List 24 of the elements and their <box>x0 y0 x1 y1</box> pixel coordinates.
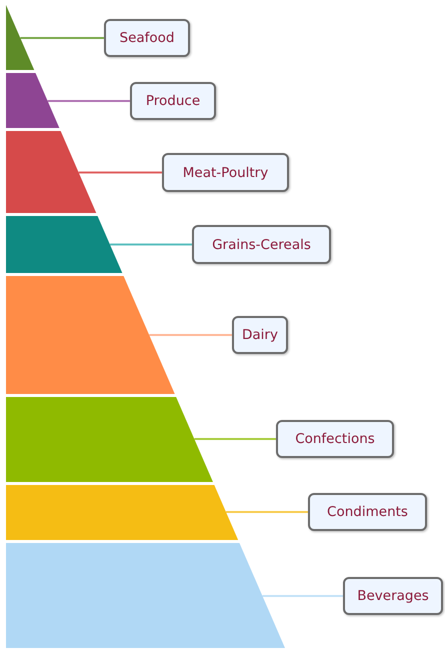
pyramid-segment <box>6 131 96 213</box>
pyramid-segment <box>6 543 285 648</box>
pyramid-segment <box>6 73 60 128</box>
pyramid-segment <box>6 397 213 482</box>
category-label: Beverages <box>343 577 443 615</box>
category-label: Condiments <box>308 493 427 531</box>
category-label: Produce <box>130 82 216 120</box>
leader-line <box>20 37 104 39</box>
leader-line <box>262 595 343 597</box>
pyramid-segment <box>6 485 238 540</box>
pyramid-segment <box>6 5 34 70</box>
leader-line <box>110 244 192 246</box>
leader-line <box>78 172 162 174</box>
category-label: Meat-Poultry <box>162 153 289 192</box>
category-label: Seafood <box>104 19 190 57</box>
leader-line <box>194 438 276 440</box>
leader-line <box>149 334 232 336</box>
leader-line <box>48 100 130 102</box>
pyramid-segment <box>6 216 122 273</box>
pyramid-segment <box>6 276 175 394</box>
category-label: Confections <box>276 420 394 458</box>
category-label: Dairy <box>232 316 288 354</box>
leader-line <box>226 511 308 513</box>
category-label: Grains-Cereals <box>192 225 331 264</box>
